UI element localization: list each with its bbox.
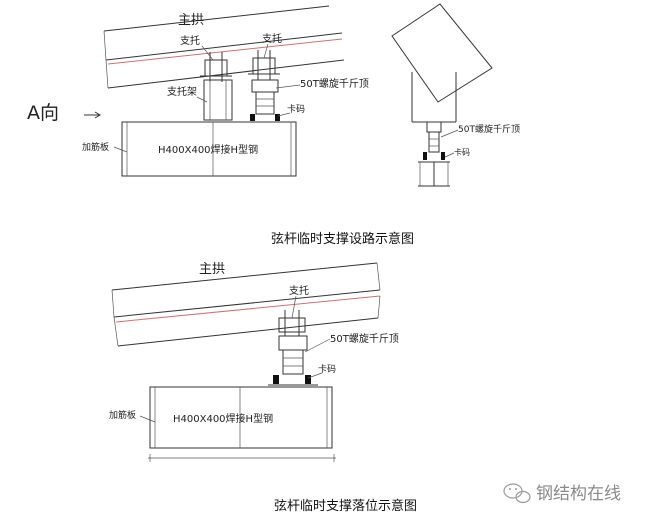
top-arch-label: 主拱 [178, 13, 204, 28]
watermark-text: 钢结构在线 [536, 484, 621, 504]
top-side-view [391, 3, 493, 187]
bottom-caption: 弦杆临时支撑落位示意图 [274, 498, 417, 514]
bottom-jack [268, 335, 318, 386]
top-bracket-right [248, 50, 280, 80]
top-support-frame-label: 支托架 [167, 85, 197, 98]
bottom-jack-label: 50T螺旋千斤顶 [330, 332, 399, 345]
top-side-jack-label: 50T螺旋千斤顶 [458, 123, 520, 135]
top-jack [250, 79, 280, 121]
top-clamp-label: 卡码 [287, 103, 305, 115]
top-beam-label: H400X400焊接H型钢 [158, 143, 258, 156]
top-figure: 主拱 支托 支托 支托架 [27, 3, 520, 247]
top-bracket-left-label: 支托 [180, 34, 200, 47]
bottom-h-beam [149, 386, 333, 449]
top-arch [103, 5, 345, 89]
bottom-dimension-line [148, 454, 336, 462]
bottom-figure: 主拱 支托 50T螺旋千斤顶 卡码 H400X400焊接H型钢 加筋 [109, 262, 417, 514]
direction-arrow-icon [84, 111, 101, 119]
wechat-icon [503, 483, 531, 504]
top-jack-label: 50T螺旋千斤顶 [300, 77, 369, 90]
bottom-arch-label: 主拱 [199, 262, 225, 277]
top-bracket-left [200, 52, 232, 82]
top-h-beam [121, 121, 297, 177]
top-caption: 弦杆临时支撑设路示意图 [271, 231, 414, 247]
watermark: 钢结构在线 [503, 483, 621, 504]
top-support-frame [203, 79, 233, 121]
top-side-clamp-label: 卡码 [454, 147, 470, 157]
bottom-stiffener-label: 加筋板 [109, 409, 136, 421]
bottom-bracket [278, 310, 306, 336]
bottom-arch [111, 262, 381, 347]
top-direction-label: A向 [27, 102, 59, 124]
top-bracket-right-label: 支托 [262, 32, 282, 45]
bottom-clamp-label: 卡码 [318, 363, 336, 375]
bottom-beam-label: H400X400焊接H型钢 [173, 412, 273, 425]
top-stiffener-label: 加筋板 [82, 141, 109, 153]
bottom-bracket-label: 支托 [289, 284, 309, 297]
